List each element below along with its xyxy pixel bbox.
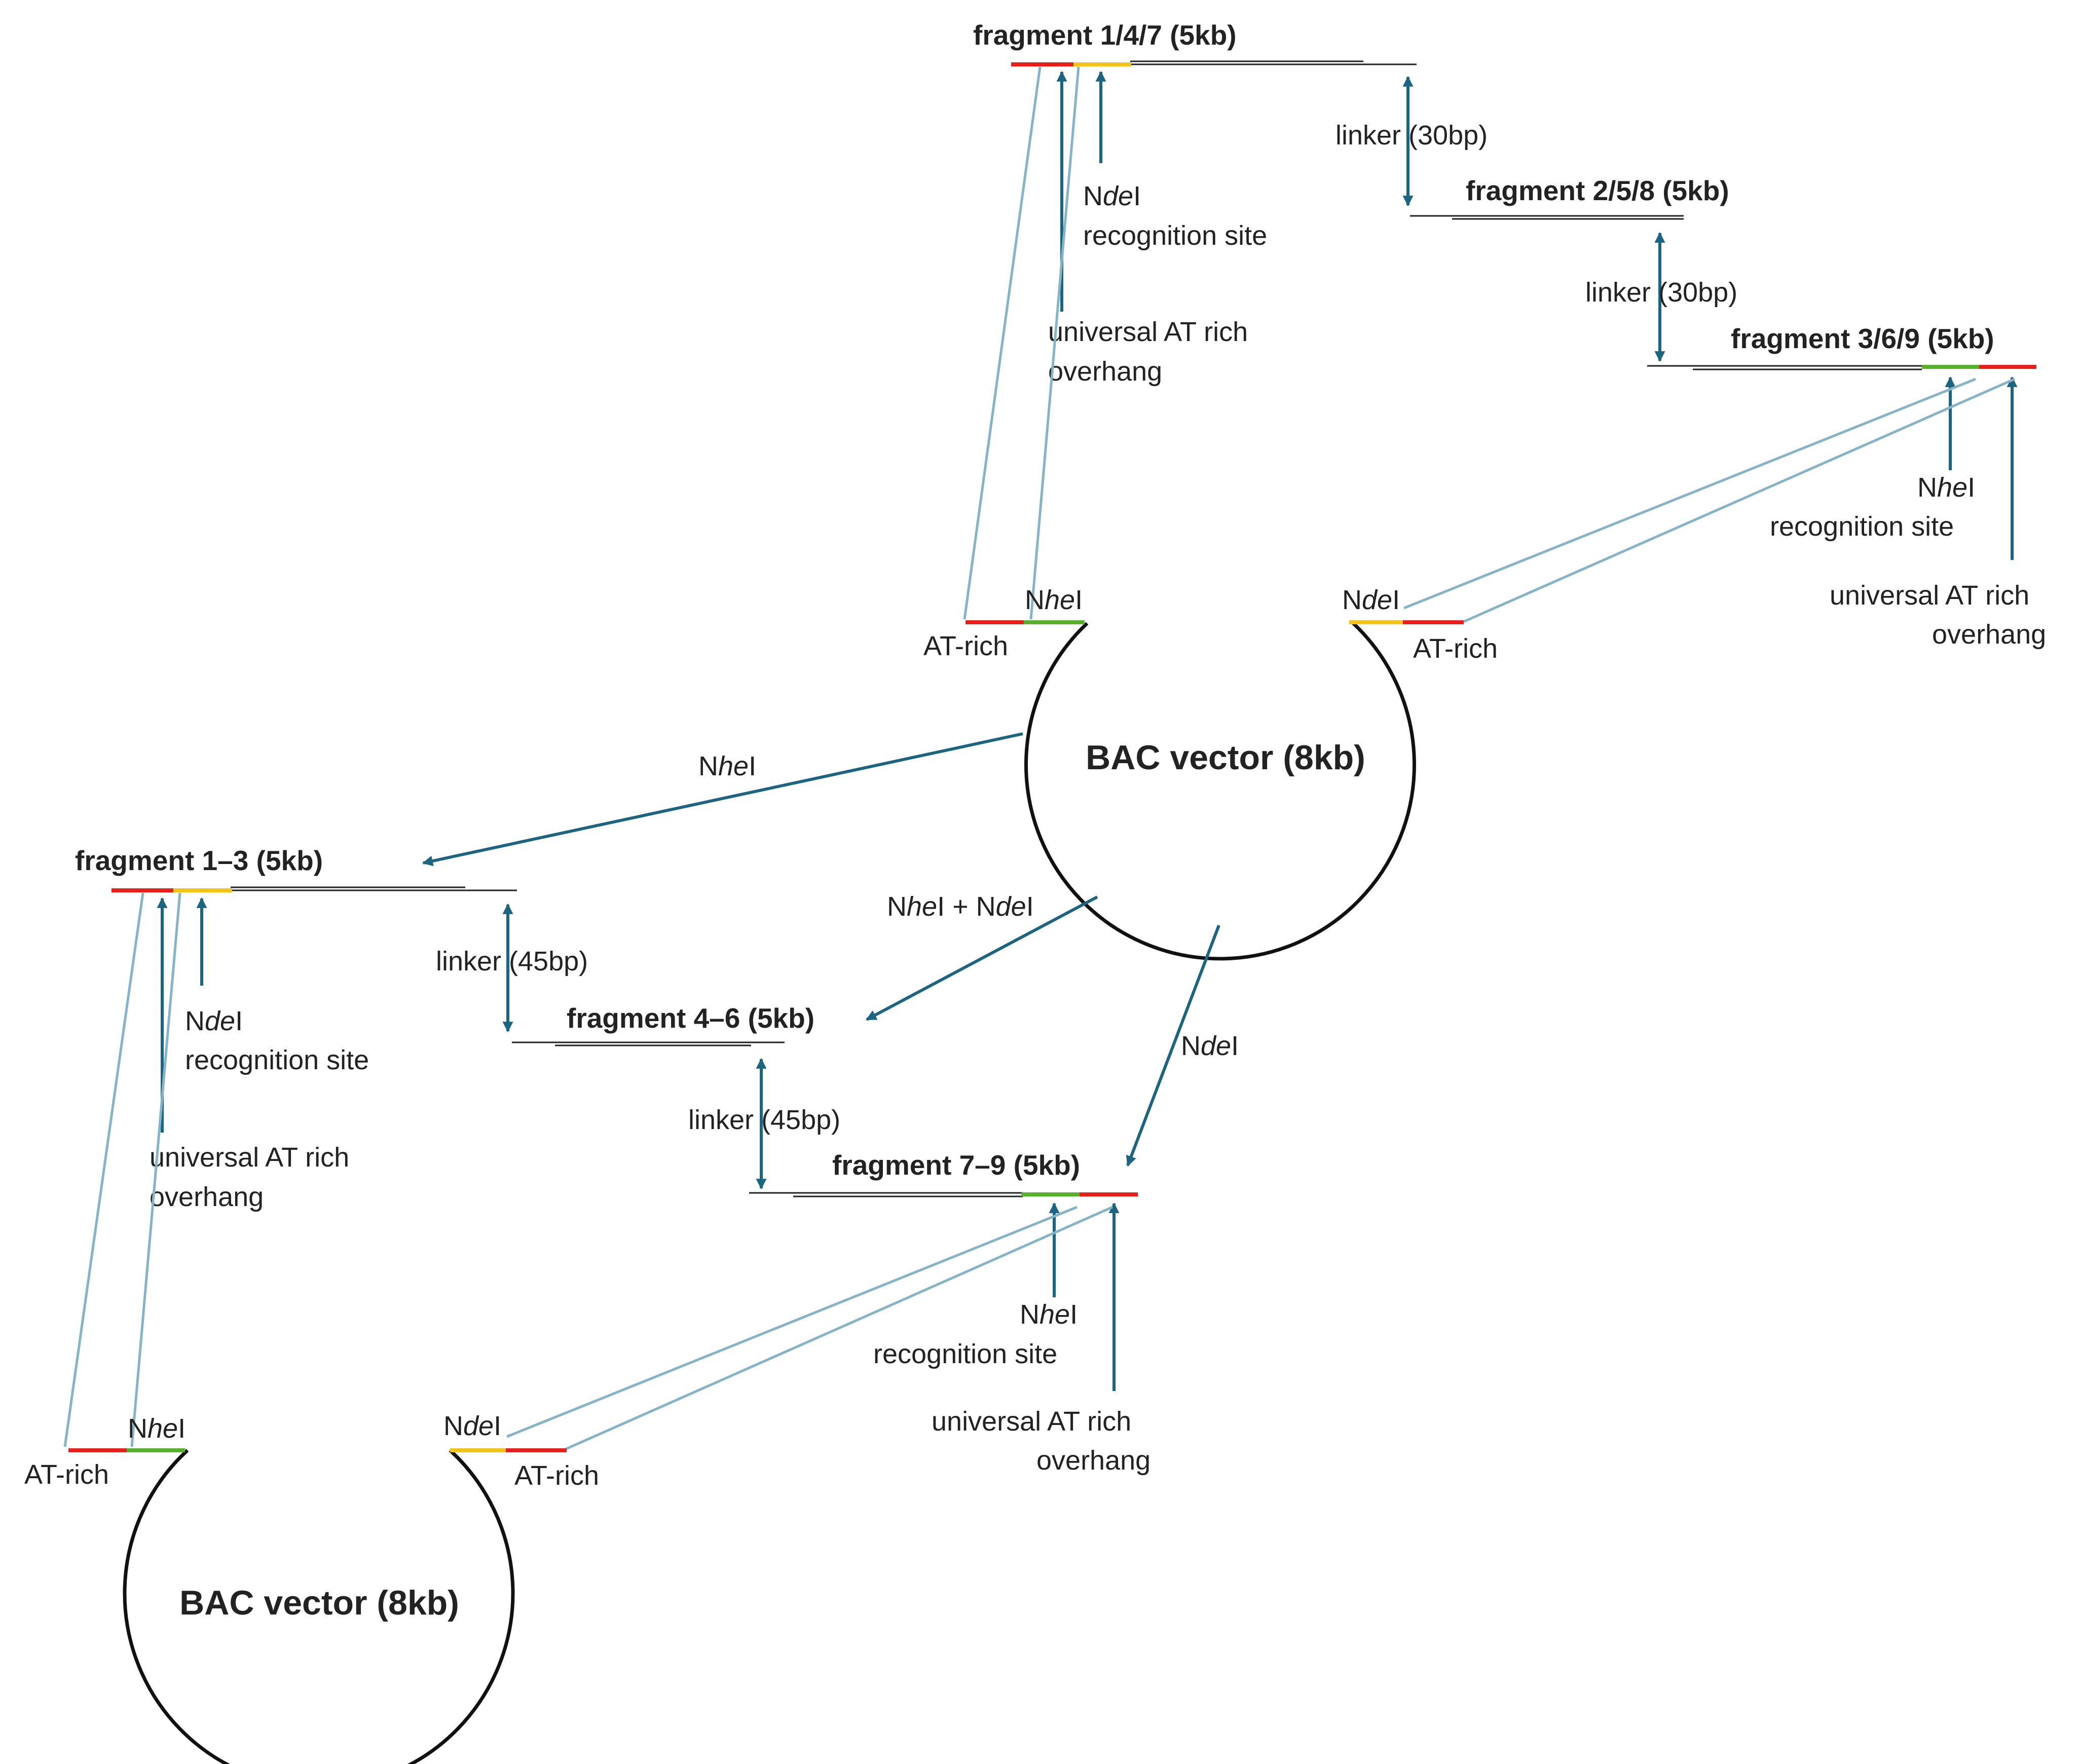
ndei-site-label: NdeI [1083, 181, 1141, 211]
at-rich-end-label: AT-rich [1413, 633, 1498, 664]
fragment-258-dna [1410, 215, 1684, 220]
fragment-258-title: fragment 2/5/8 (5kb) [1466, 175, 1729, 206]
at-rich-end-label: AT-rich [923, 631, 1008, 661]
nhei-ndei-digest-label: NheI + NdeI [887, 891, 1034, 922]
bac-vector-bottom-label: BAC vector (8kb) [179, 1584, 459, 1622]
ndei-end-label: NdeI [443, 1411, 501, 1441]
at-overhang-label: overhang [1048, 356, 1162, 387]
fragment-1-3-dna [112, 886, 517, 892]
guide-lines [963, 66, 2016, 624]
at-overhang-label: universal AT rich [1830, 580, 2029, 611]
guide-lines [63, 892, 1113, 1451]
digestion-arrows: NheI NheI + NdeI NdeI [422, 732, 1239, 1167]
at-overhang-label: overhang [150, 1182, 264, 1212]
bottom-scheme: fragment 1–3 (5kb) fragment 4–6 (5kb) fr… [24, 845, 1150, 1764]
fragment-147-dna [1011, 60, 1417, 66]
ndei-site-label: NdeI [185, 1006, 243, 1036]
at-overhang-label: overhang [1036, 1445, 1150, 1476]
fragment-7-9-dna [749, 1192, 1138, 1197]
recognition-site-label: recognition site [185, 1045, 369, 1075]
ndei-digest-arrow [1126, 924, 1220, 1167]
nhei-end-label: NheI [128, 1413, 185, 1444]
nhei-site-label: NheI [1020, 1299, 1078, 1330]
at-overhang-label: overhang [1932, 619, 2046, 650]
recognition-site-label: recognition site [873, 1339, 1057, 1369]
bac-vector-top-circle [1024, 622, 1416, 961]
bac-vector-top-label: BAC vector (8kb) [1086, 738, 1365, 777]
ndei-end-label: NdeI [1342, 585, 1400, 615]
fragment-7-9-title: fragment 7–9 (5kb) [832, 1149, 1080, 1181]
at-overhang-label: universal AT rich [1048, 317, 1248, 347]
nhei-digest-label: NheI [698, 751, 756, 781]
top-scheme: fragment 1/4/7 (5kb) fragment 2/5/8 (5kb… [923, 19, 2046, 961]
linker-label: linker (30bp) [1585, 277, 1737, 308]
at-overhang-label: universal AT rich [932, 1406, 1131, 1437]
fragment-1-3-title: fragment 1–3 (5kb) [75, 845, 323, 876]
at-rich-end-label: AT-rich [24, 1459, 109, 1490]
fragment-4-6-dna [512, 1041, 785, 1046]
nhei-end-label: NheI [1025, 585, 1083, 615]
nhei-ndei-digest-arrow [866, 895, 1098, 1021]
linker-label: linker (45bp) [688, 1105, 840, 1135]
bac-vector-bottom-circle [123, 1449, 515, 1764]
at-overhang-label: universal AT rich [150, 1142, 349, 1173]
recognition-site-label: recognition site [1770, 511, 1954, 542]
nhei-site-label: NheI [1917, 472, 1975, 503]
ndei-digest-label: NdeI [1181, 1031, 1239, 1061]
fragment-369-dna [1647, 365, 2036, 370]
fragment-4-6-title: fragment 4–6 (5kb) [567, 1002, 814, 1034]
linker-label: linker (45bp) [436, 946, 588, 977]
nhei-digest-arrow [422, 732, 1023, 867]
fragment-147-title: fragment 1/4/7 (5kb) [973, 19, 1237, 51]
recognition-site-label: recognition site [1083, 220, 1267, 251]
at-rich-end-label: AT-rich [514, 1460, 599, 1491]
fragment-369-title: fragment 3/6/9 (5kb) [1731, 323, 1994, 354]
linker-label: linker (30bp) [1335, 120, 1488, 151]
